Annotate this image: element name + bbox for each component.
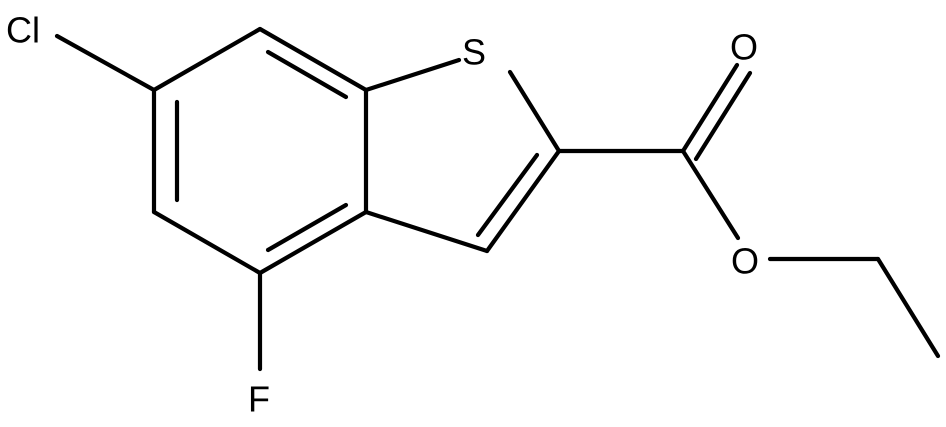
bond-carbonyl-double-2	[693, 70, 753, 162]
benzene-ring	[151, 26, 369, 276]
bond-c6-c7	[151, 26, 263, 93]
bond-s-c2	[507, 69, 562, 154]
thiophene-ring	[363, 57, 562, 254]
bond-c7-c7a-inner	[265, 49, 349, 100]
bond-c3-c3a	[363, 209, 490, 254]
bond-carbonyl-c-o	[680, 148, 741, 241]
sulfur-atom-label: S	[462, 32, 486, 73]
bond-c7a-s	[363, 57, 462, 93]
fluorine-atom-label: F	[248, 379, 270, 420]
bond-c2-c3	[484, 148, 562, 254]
ester-group	[556, 62, 941, 359]
bond-c3a-c4-inner	[265, 202, 349, 253]
chlorine-atom-label: Cl	[6, 10, 40, 51]
bond-c6-cl	[54, 33, 157, 93]
bond-c7-c7a	[257, 26, 369, 93]
ester-oxygen-label: O	[731, 241, 759, 282]
carbonyl-oxygen-label: O	[730, 27, 758, 68]
bond-ch2-ch3	[875, 256, 941, 359]
bond-carbonyl-double-1	[680, 62, 740, 154]
bond-c3a-c4	[257, 209, 369, 276]
bond-c2-c3-inner	[475, 152, 540, 238]
bond-c4-c5	[151, 209, 263, 276]
